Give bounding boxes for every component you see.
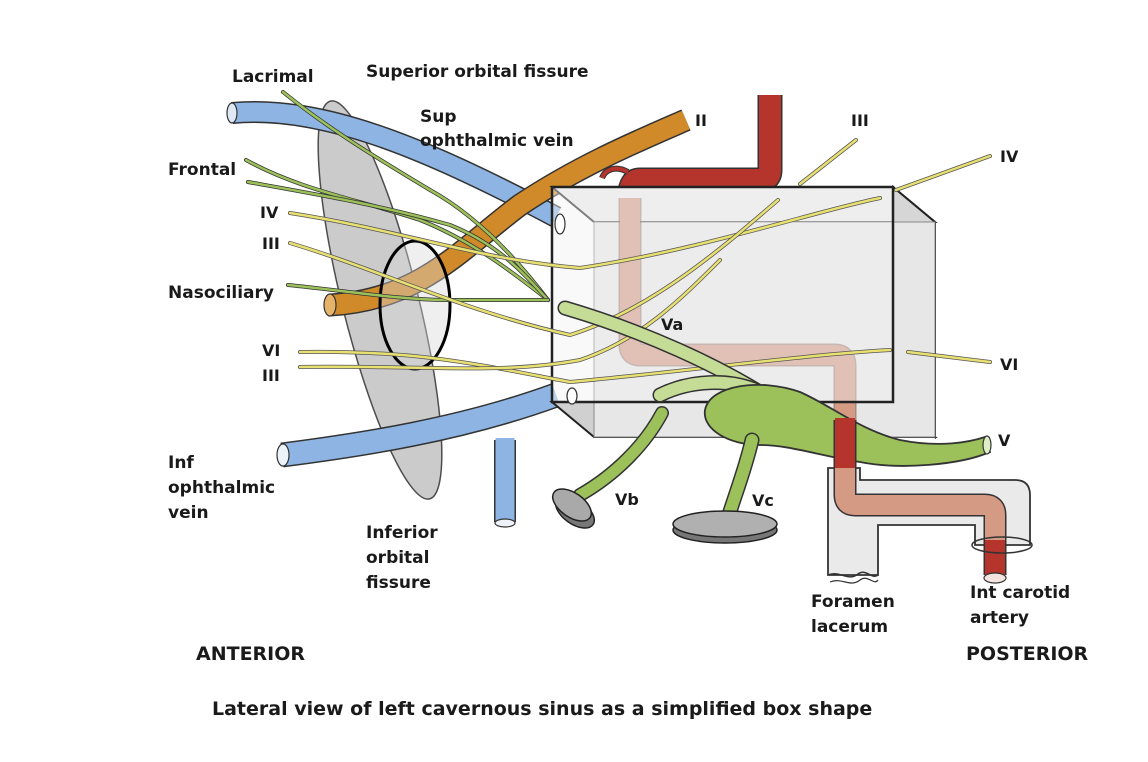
orbital-nerves-green: [244, 90, 550, 303]
label-iv-right: IV: [1000, 147, 1019, 166]
label-inf-ophthalmic-vein-3: vein: [168, 503, 209, 523]
foramen-rotundum-disc: [551, 488, 596, 529]
label-inferior-orbital-fissure-3: fissure: [366, 573, 431, 593]
label-vi-right: VI: [1000, 355, 1018, 374]
label-iii-left-lower: III: [262, 366, 280, 385]
label-posterior: POSTERIOR: [966, 643, 1089, 665]
label-nasociliary: Nasociliary: [168, 283, 274, 303]
label-iii-top: III: [851, 111, 869, 130]
carotid-canal: [827, 418, 1033, 584]
label-anterior: ANTERIOR: [196, 643, 305, 665]
foramen-ovale-disc: [672, 510, 778, 544]
label-foramen-lacerum-1: Foramen: [811, 592, 895, 612]
label-inf-ophthalmic-vein-2: ophthalmic: [168, 478, 275, 498]
label-vi-left: VI: [262, 341, 280, 360]
label-ii: II: [695, 111, 707, 130]
label-iii-left-upper: III: [262, 234, 280, 253]
label-sup-ophthalmic-vein-1: Sup: [420, 107, 457, 127]
label-inferior-orbital-fissure-1: Inferior: [366, 523, 438, 543]
label-int-carotid-artery-2: artery: [970, 608, 1029, 628]
label-frontal: Frontal: [168, 160, 236, 180]
label-vb: Vb: [615, 490, 639, 509]
figure-caption: Lateral view of left cavernous sinus as …: [212, 698, 872, 720]
label-inf-ophthalmic-vein-1: Inf: [168, 453, 194, 473]
label-sup-ophthalmic-vein-2: ophthalmic vein: [420, 131, 574, 151]
label-int-carotid-artery-1: Int carotid: [970, 583, 1070, 603]
label-v: V: [998, 431, 1011, 450]
label-vc: Vc: [752, 491, 774, 510]
label-lacrimal: Lacrimal: [232, 67, 314, 87]
label-superior-orbital-fissure: Superior orbital fissure: [366, 62, 589, 82]
label-va: Va: [661, 315, 683, 334]
annulus-of-zinn: [378, 239, 452, 371]
label-foramen-lacerum-2: lacerum: [811, 617, 888, 637]
cranial-nerves-yellow: [288, 138, 992, 385]
label-inferior-orbital-fissure-2: orbital: [366, 548, 429, 568]
label-iv-left: IV: [260, 203, 279, 222]
